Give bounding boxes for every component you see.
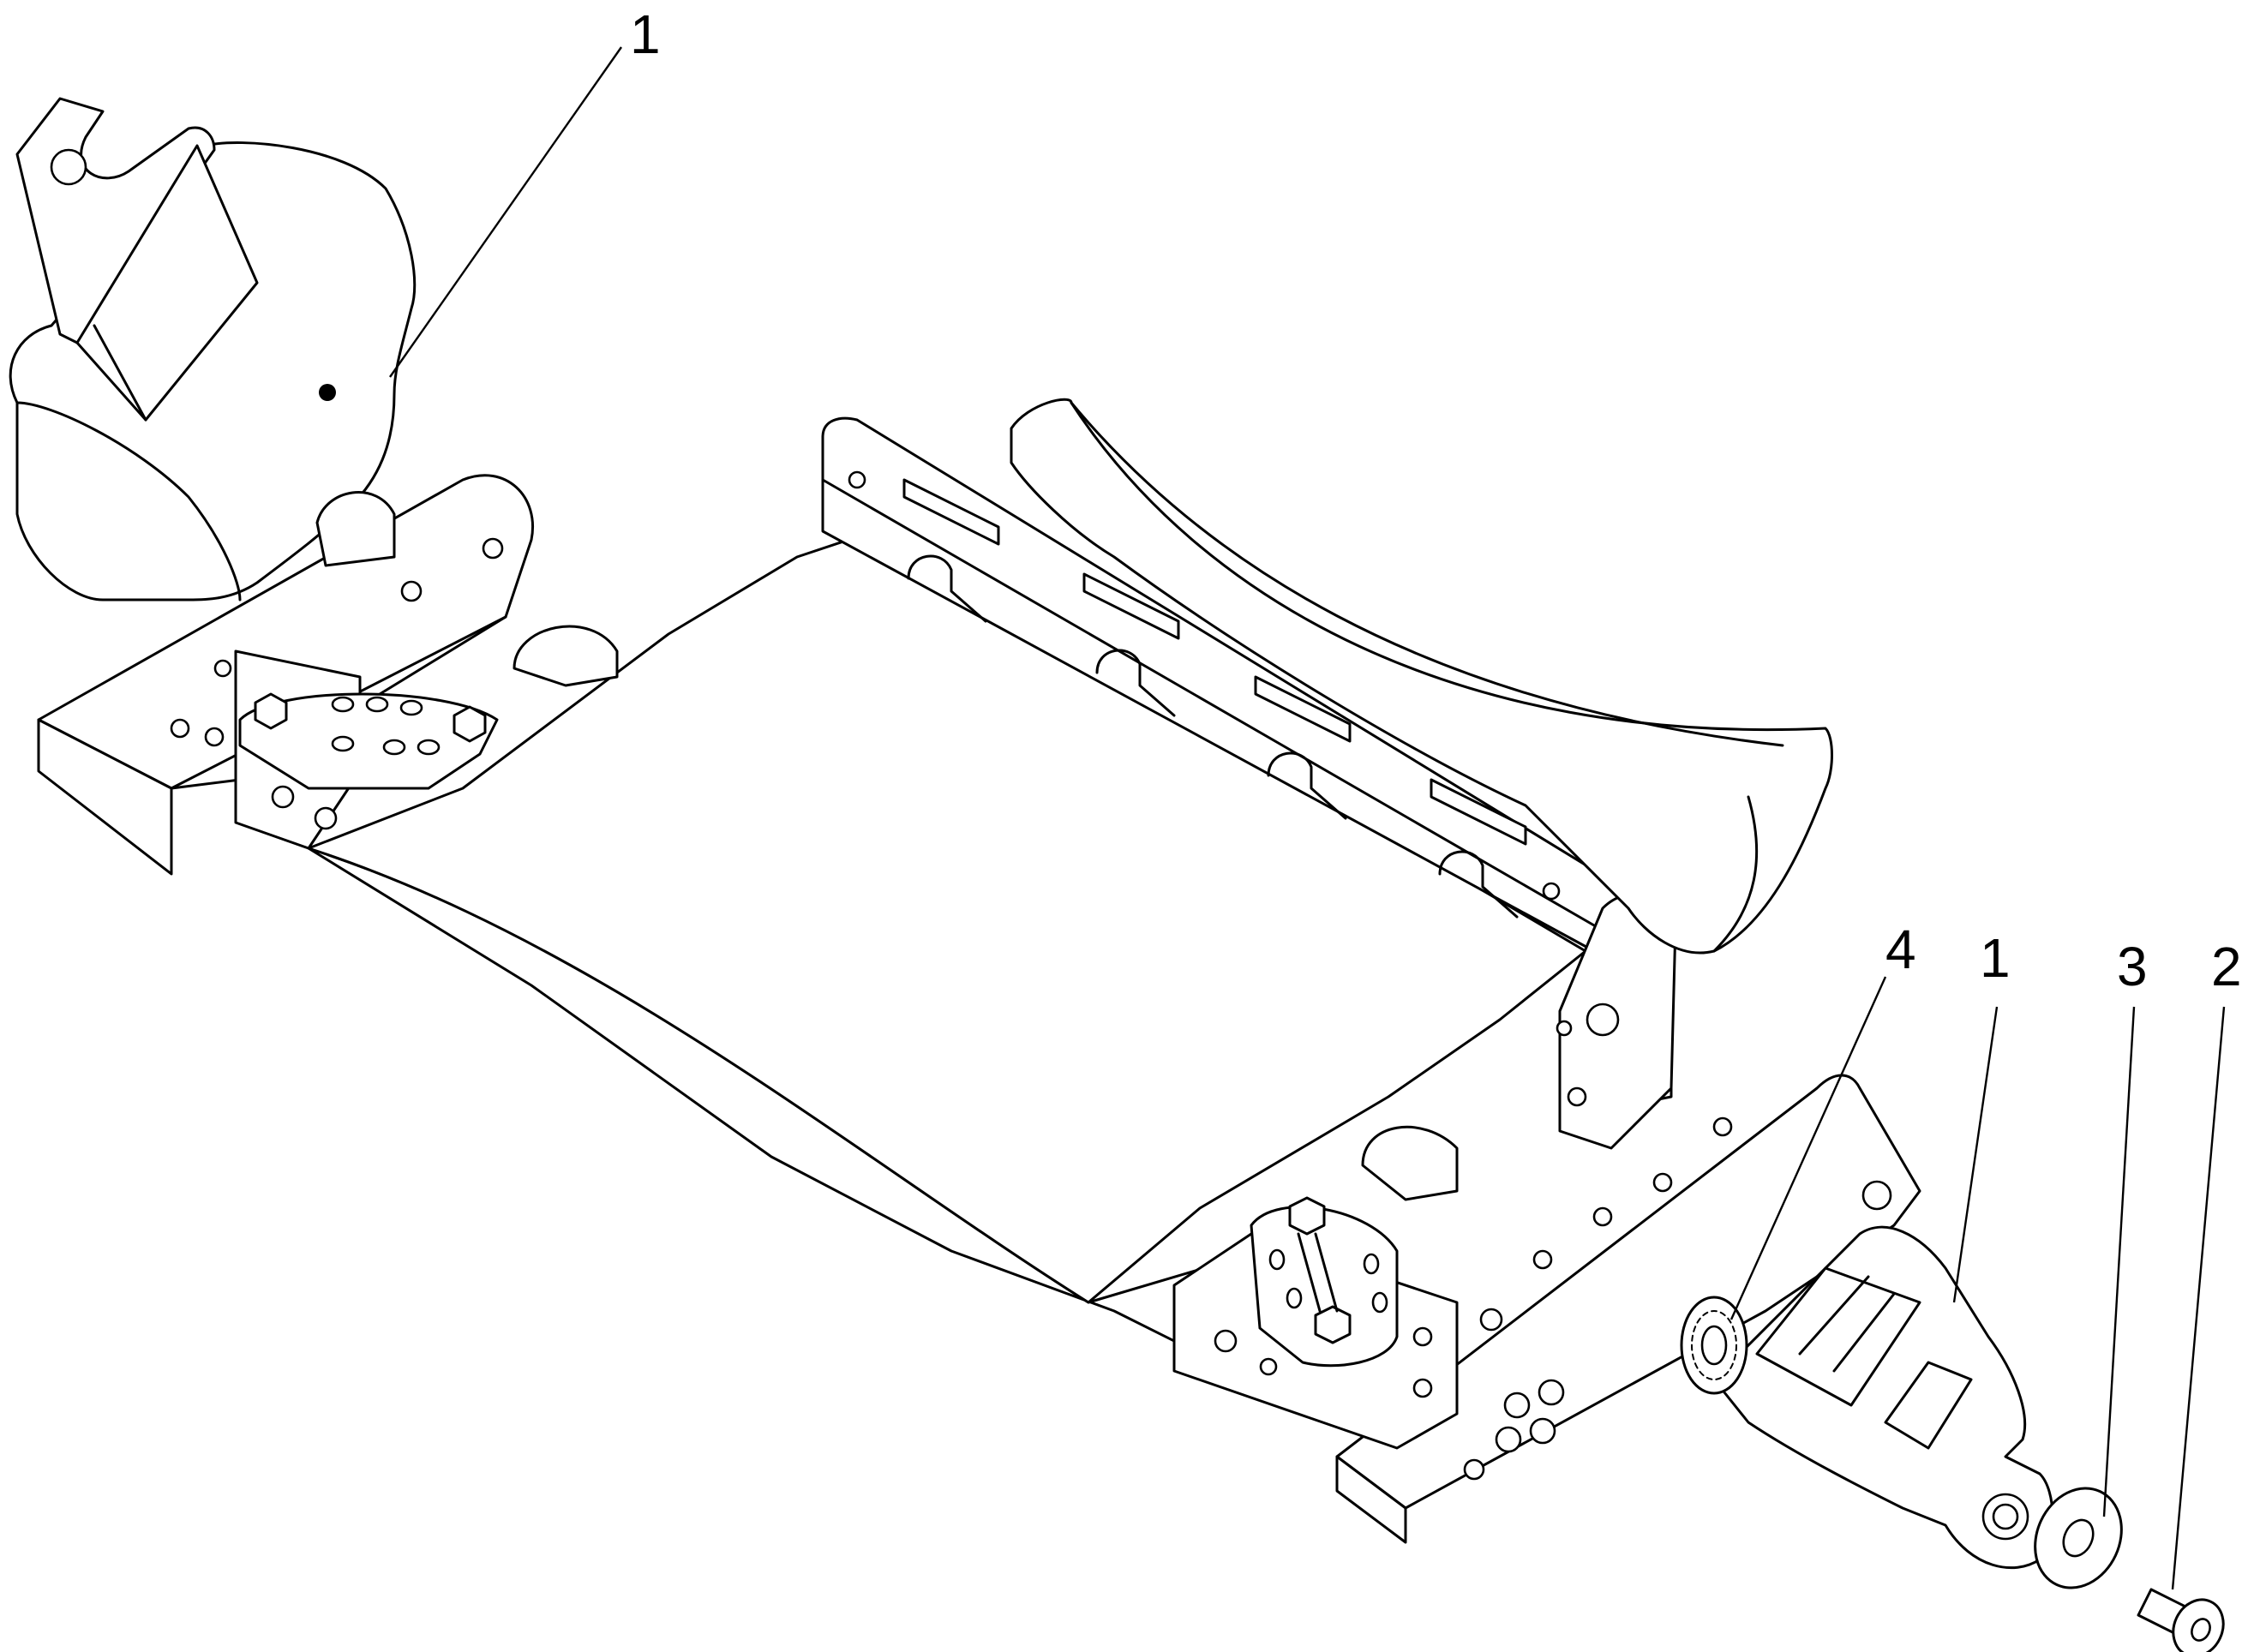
frame-left-rail-front [37,718,173,876]
block-hole [1412,1326,1433,1347]
retractor-mount-boss [315,491,396,567]
recliner-hole [1567,1086,1587,1107]
rail-hole [314,806,338,830]
plate-hole [417,739,441,756]
mount-tab-hole [50,148,87,186]
buckle-anchor-cover [1755,1266,1921,1407]
leader-line-1-top [389,46,622,378]
upright-hole [1542,882,1561,901]
recliner-hole [1586,1003,1620,1037]
upright-hole [848,470,866,489]
rail-hole [400,580,423,602]
callout-3: 3 [2117,936,2148,997]
plate-hole [1286,1287,1303,1309]
frame-top-panel [307,530,1587,1304]
rail-hole [1652,1172,1673,1193]
plate-hole [331,696,355,713]
leader-line-1-right [1952,1006,1999,1303]
seatbelt-retractor [9,97,417,602]
slot [902,478,1000,546]
recliner-hole [1556,1020,1573,1037]
flat-washer-bore [2062,1518,2095,1558]
rail-hole [1538,1379,1565,1406]
leader-lines [389,46,2226,1590]
rail-hole [1495,1426,1522,1453]
leader-line-3 [2102,1006,2136,1517]
block-hole [1259,1357,1278,1376]
hex-bolt-head [254,692,288,730]
webbing-strap [93,324,147,422]
plate-hole [365,696,389,713]
rail-hole [204,727,225,747]
slot [1254,675,1352,743]
frame-left-rail [37,474,534,790]
tab [1267,751,1347,820]
rail-hole [1463,1458,1485,1481]
rail-hole [170,718,190,739]
block-hole [1412,1378,1433,1398]
callout-1-top: 1 [630,3,661,65]
upright-tabs [907,554,1519,919]
buckle-anchor-ridge [1798,1275,1870,1356]
callout-1-right: 1 [1980,927,2011,989]
serrated-washer-bore [1700,1325,1728,1366]
buckle-anchor [1712,1225,2054,1570]
rail-hole [1529,1417,1556,1445]
upright-slots [902,478,1527,846]
plate-hole [1268,1248,1286,1271]
plate-hole [331,735,355,752]
button-head-bolt [2137,1588,2225,1652]
rail-hole [1479,1308,1503,1332]
rail-hole [1532,1249,1553,1270]
hex-bolt-head [1288,1196,1326,1236]
hex-bolt-head [1314,1305,1352,1344]
buckle-anchor-window [1884,1361,1973,1450]
slot [1082,572,1180,640]
serrated-washer [1680,1296,1748,1395]
rail-hole [213,659,232,678]
right-anchor-loop [1361,1125,1459,1201]
callout-2: 2 [2211,936,2242,997]
plate-hole [1371,1291,1388,1314]
hex-bolt-head [453,705,487,743]
retractor-cover-edge [15,401,242,602]
rail-hole [1861,1180,1892,1211]
bolt-shank [1314,1232,1339,1313]
buckle-anchor-ridge [1832,1292,1896,1373]
plate-hole [382,739,406,756]
bolt-shank [1297,1232,1322,1313]
frame-right-rail-front [1335,1455,1407,1544]
backrest-shell [1010,398,1833,955]
rail-hole [1592,1206,1613,1227]
callout-4: 4 [1885,919,1916,980]
tab [1438,850,1519,919]
block-hole [1214,1329,1238,1353]
tab [907,554,987,623]
tab [1095,649,1176,717]
leader-line-4 [1729,976,1887,1320]
seat-frame [37,416,1921,1544]
leader-line-2 [2171,1006,2226,1590]
flat-washer [2034,1487,2123,1589]
slot [1430,778,1527,846]
serrated-washer-teeth [1691,1310,1737,1380]
rail-hole [482,537,504,560]
backrest-side [1712,795,1759,953]
left-anchor-loop [513,625,619,687]
plate-hole [399,699,423,716]
rail-hole [1503,1392,1531,1419]
plate-hole [1363,1253,1380,1275]
retractor-webbing-guide [75,144,259,422]
callouts: 1 4 1 3 2 [630,3,2242,997]
callout-target-dot [319,384,336,401]
rail-hole [271,785,295,809]
backrest-shell-outline [1010,398,1833,955]
buckle-anchor-eye-inner [1992,1503,2019,1530]
backrest-inner-curve [1070,401,1784,747]
bolt-hex-socket [2191,1618,2211,1642]
rail-hole [1712,1116,1733,1137]
